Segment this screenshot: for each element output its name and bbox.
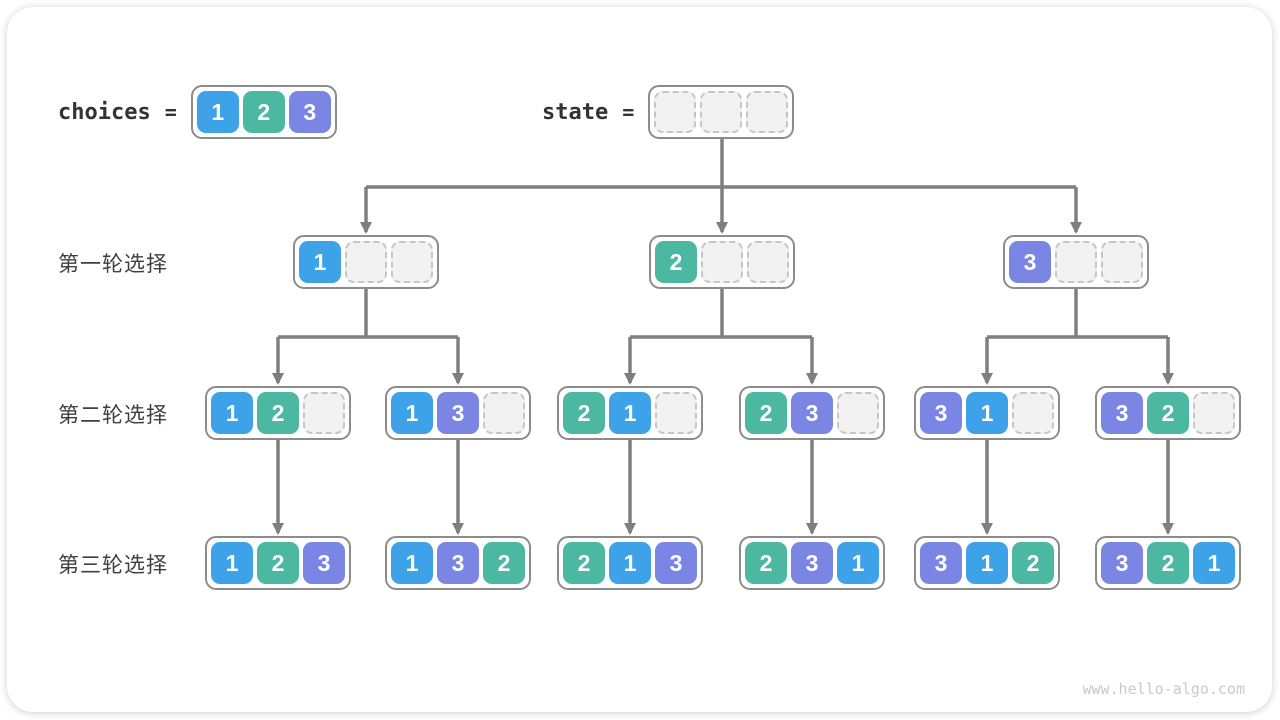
row-label-round-2: 第二轮选择: [58, 404, 168, 427]
array-cell-empty: [655, 392, 697, 434]
array-cell-empty: [700, 91, 743, 133]
array-cell-empty: [1101, 241, 1143, 283]
array-cell-1: 1: [211, 542, 253, 584]
array-cell-3: 3: [920, 542, 962, 584]
array-cell-empty: [701, 241, 743, 283]
array-cell-1: 1: [966, 392, 1008, 434]
array-cell-2: 2: [563, 542, 605, 584]
array-cell-1: 1: [211, 392, 253, 434]
array-cell-2: 2: [242, 91, 285, 133]
array-cell-1: 1: [609, 542, 651, 584]
array-cell-empty: [483, 392, 525, 434]
array-cell-1: 1: [391, 542, 433, 584]
array-cell-empty: [654, 91, 697, 133]
array-cell-3: 3: [655, 542, 697, 584]
array-cell-3: 3: [437, 542, 479, 584]
array-cell-3: 3: [288, 91, 331, 133]
array-cell-1: 1: [391, 392, 433, 434]
array-cell-3: 3: [920, 392, 962, 434]
choices-label: choices: [58, 99, 151, 125]
equals-sign: =: [622, 100, 635, 124]
array-cell-2: 2: [655, 241, 697, 283]
array-cell-3: 3: [791, 542, 833, 584]
array-cell-2: 2: [257, 392, 299, 434]
array-cell-empty: [345, 241, 387, 283]
array-cell-empty: [303, 392, 345, 434]
array-cell-3: 3: [1101, 542, 1143, 584]
array-cell-2: 2: [1147, 542, 1189, 584]
array-cell-empty: [747, 241, 789, 283]
array-cell-empty: [1193, 392, 1235, 434]
array-cell-1: 1: [837, 542, 879, 584]
array-cell-2: 2: [745, 542, 787, 584]
watermark: www.hello-algo.com: [1082, 680, 1245, 698]
array-cell-3: 3: [1101, 392, 1143, 434]
array-cell-2: 2: [1012, 542, 1054, 584]
array-cell-2: 2: [483, 542, 525, 584]
array-cell-1: 1: [299, 241, 341, 283]
array-cell-2: 2: [257, 542, 299, 584]
array-cell-empty: [391, 241, 433, 283]
array-cell-empty: [1055, 241, 1097, 283]
state-legend: state =: [542, 85, 795, 139]
equals-sign: =: [164, 100, 177, 124]
state-label: state: [542, 99, 609, 125]
array-cell-1: 1: [609, 392, 651, 434]
row-label-round-3: 第三轮选择: [58, 554, 168, 577]
array-cell-3: 3: [1009, 241, 1051, 283]
array-cell-1: 1: [1193, 542, 1235, 584]
array-cell-3: 3: [303, 542, 345, 584]
array-cell-3: 3: [437, 392, 479, 434]
array-cell-1: 1: [196, 91, 239, 133]
array-cell-empty: [746, 91, 789, 133]
array-cell-empty: [1012, 392, 1054, 434]
state-array: [648, 85, 795, 139]
row-label-round-1: 第一轮选择: [58, 253, 168, 276]
array-cell-2: 2: [563, 392, 605, 434]
array-cell-empty: [837, 392, 879, 434]
array-cell-2: 2: [1147, 392, 1189, 434]
state-node-n3: 3: [1003, 235, 1149, 289]
state-node-n1: 1: [293, 235, 439, 289]
array-cell-1: 1: [966, 542, 1008, 584]
state-array-slot: [648, 85, 795, 139]
array-cell-2: 2: [745, 392, 787, 434]
array-cell-3: 3: [791, 392, 833, 434]
state-node-n2: 2: [649, 235, 795, 289]
